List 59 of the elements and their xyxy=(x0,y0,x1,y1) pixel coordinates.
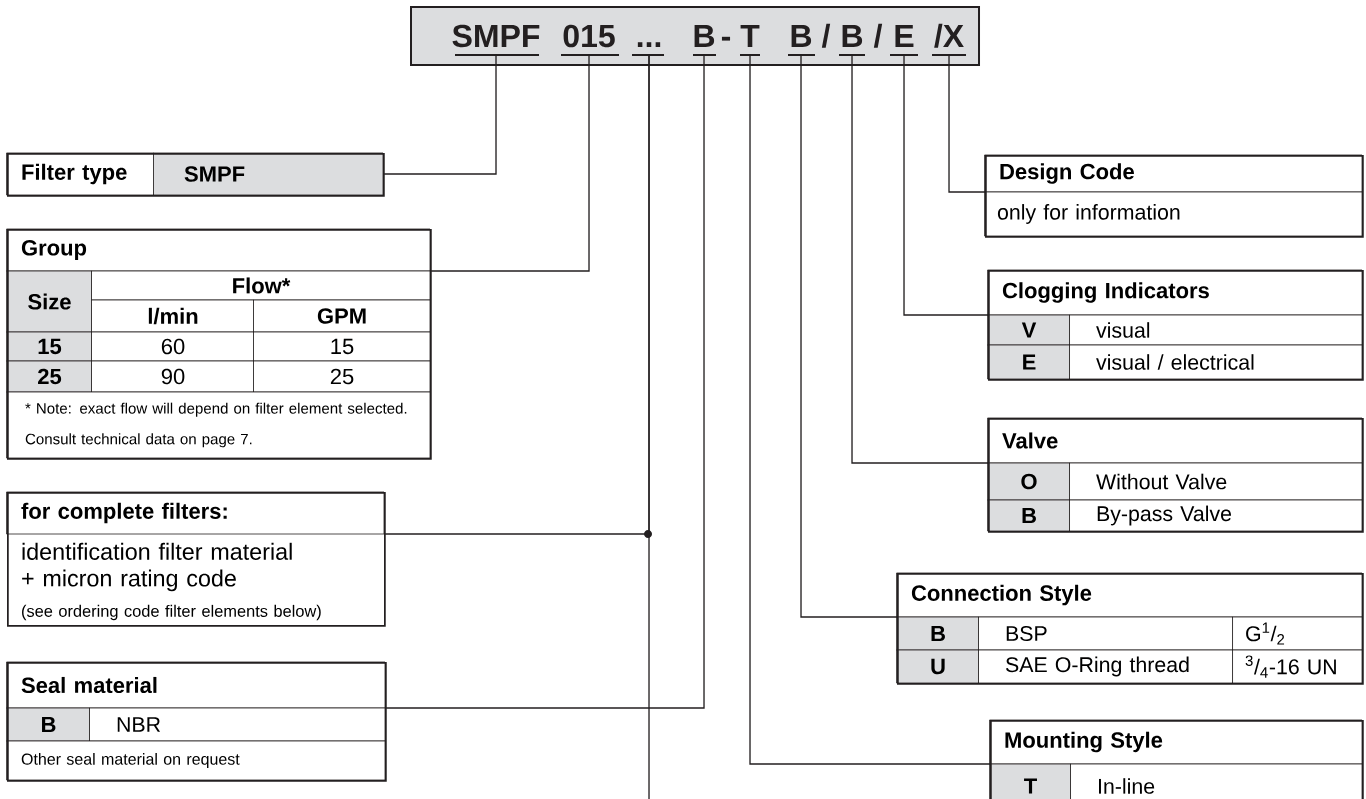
code-cell: U xyxy=(896,649,980,684)
code-cell: SMPF xyxy=(153,152,384,196)
code-cell: T xyxy=(989,763,1072,799)
code-segment: /X xyxy=(932,23,966,56)
option-table xyxy=(6,491,386,627)
description-cell: BSP xyxy=(978,616,1234,651)
code-bar xyxy=(410,6,980,66)
description-cell: SAE O-Ring thread xyxy=(978,649,1234,684)
option-table xyxy=(896,572,1364,685)
code-segment: ... xyxy=(632,42,664,56)
code-segment: B xyxy=(788,25,815,56)
column-header-cell: Flow* xyxy=(91,270,431,301)
heading-cell: Mounting Style xyxy=(989,719,1363,765)
code-cell: O xyxy=(987,462,1071,501)
description-cell: visual xyxy=(1069,314,1363,346)
separator: / xyxy=(873,23,883,48)
description-cell: $^{3}$/$_{4}$-16 UN xyxy=(1232,649,1363,684)
description-cell: only for information xyxy=(984,191,1363,237)
code-cell: B xyxy=(6,707,91,742)
heading-cell: Seal material xyxy=(6,661,386,709)
description-text: identification filter material + micron rating code xyxy=(22,542,292,592)
code-segment: B xyxy=(839,25,865,56)
option-table xyxy=(987,417,1364,533)
separator: - xyxy=(721,36,731,41)
value-cell: 15 xyxy=(253,331,431,362)
value-cell: 60 xyxy=(91,331,255,362)
code-cell: E xyxy=(987,344,1071,380)
description-cell: Without Valve xyxy=(1069,462,1363,501)
heading-cell: for complete filters: xyxy=(6,491,385,535)
code-segment: SMPF xyxy=(452,24,540,56)
column-header-cell: l/min xyxy=(91,299,255,333)
option-table xyxy=(984,154,1364,238)
code-segment: 015 xyxy=(561,24,619,56)
code-segment: B xyxy=(693,25,716,56)
heading-cell: Valve xyxy=(987,417,1363,464)
heading-cell: Group xyxy=(6,228,431,272)
description-cell: In-line xyxy=(1070,763,1363,799)
option-table xyxy=(6,228,432,460)
option-table xyxy=(989,719,1364,799)
separator: / xyxy=(821,23,831,48)
description-cell: By-pass Valve xyxy=(1069,499,1363,532)
column-header-cell: GPM xyxy=(253,299,431,333)
code-cell: B xyxy=(896,616,980,651)
description-cell: G$^{1}$/$_{2}$ xyxy=(1232,616,1363,651)
note-text: (see ordering code filter elements below) xyxy=(22,604,321,621)
option-table xyxy=(6,661,387,782)
code-cell: B xyxy=(987,499,1071,532)
value-cell: 90 xyxy=(91,360,255,393)
heading-cell: Filter type xyxy=(6,152,155,196)
value-cell: 25 xyxy=(253,360,431,393)
option-table xyxy=(987,269,1364,381)
code-segment: T xyxy=(740,25,760,56)
code-segment: E xyxy=(890,25,918,56)
option-table xyxy=(6,152,385,197)
note-cell: Other seal material on request xyxy=(6,740,386,781)
code-cell: V xyxy=(987,314,1071,346)
description-cell: visual / electrical xyxy=(1069,344,1363,380)
heading-cell: Clogging Indicators xyxy=(987,269,1363,316)
description-cell: NBR xyxy=(89,707,386,742)
